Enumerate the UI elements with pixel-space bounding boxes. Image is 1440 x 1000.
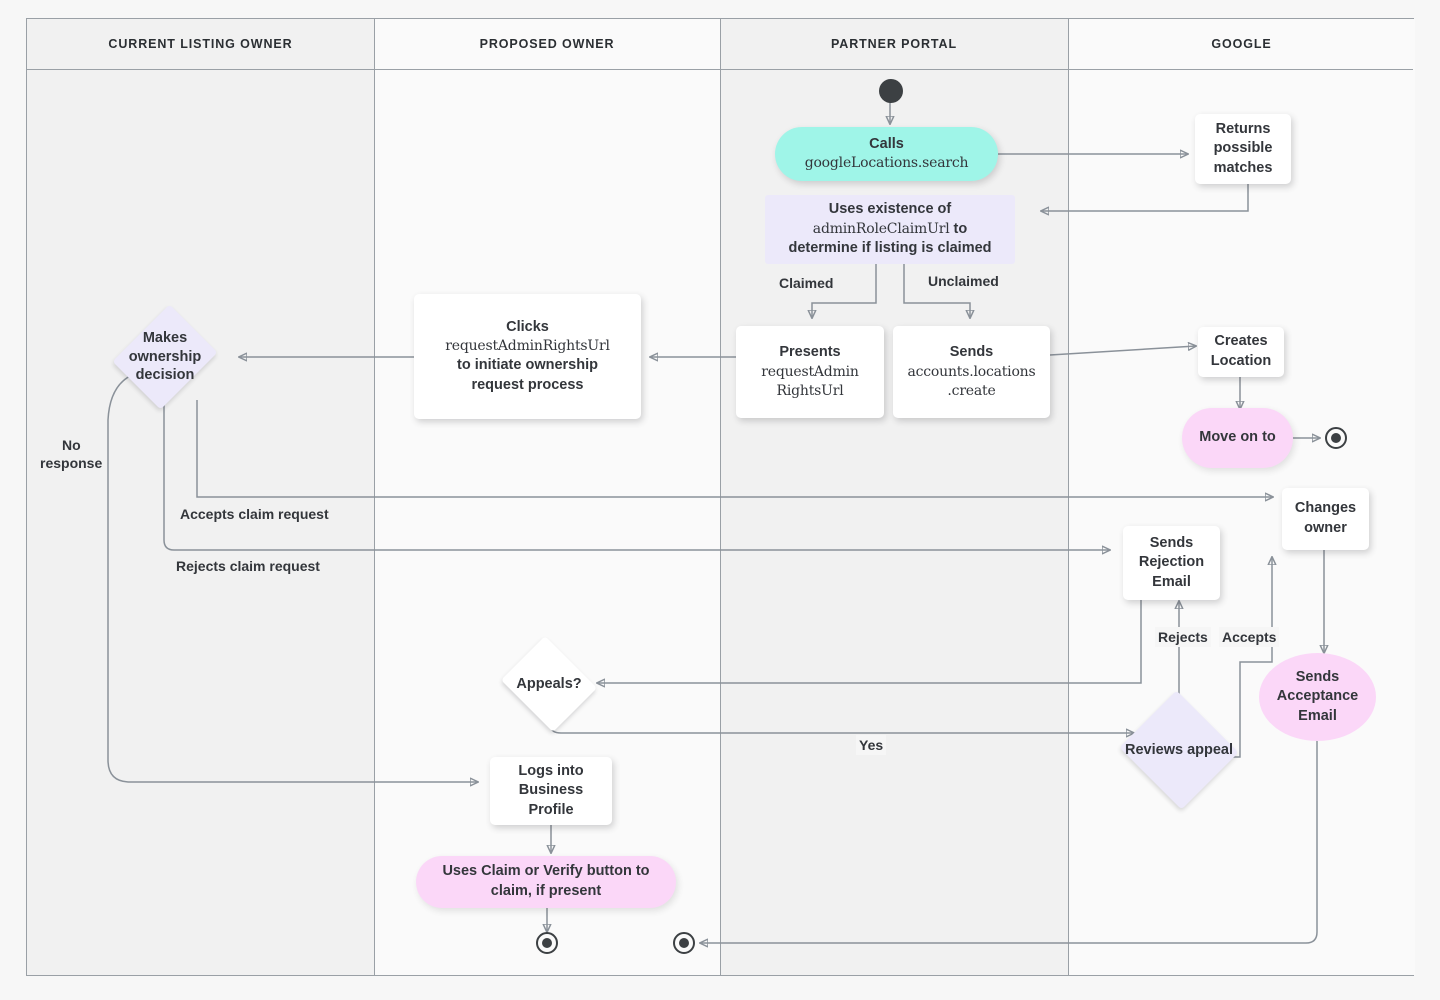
node-sends-create-line1: Sends: [949, 344, 994, 361]
node-makes-ownership-decision[interactable]: Makes ownership decision: [112, 300, 218, 414]
edge-label-no-response-line1: No: [62, 437, 81, 453]
node-presents-line3: RightsUrl: [776, 382, 844, 399]
lane-divider-3: [1068, 19, 1070, 975]
edge-label-no-response-line2: response: [40, 455, 103, 472]
lane-title-partner-portal: PARTNER PORTAL: [830, 37, 958, 51]
node-logs-into-business-profile[interactable]: Logs into Business Profile: [490, 757, 612, 825]
node-logs-into-business-profile-label: Logs into Business Profile: [518, 762, 584, 818]
edge-label-rejects: Rejects: [1155, 627, 1211, 648]
node-clicks-line3: to initiate ownership: [457, 357, 598, 374]
node-sends-rejection-email[interactable]: Sends Rejection Email: [1123, 526, 1220, 600]
appeals-label: Appeals?: [516, 675, 582, 692]
lane-title-google: GOOGLE: [1211, 37, 1272, 51]
node-uses-claim-line1: Uses Claim or Verify button to: [442, 863, 650, 880]
end-node-google: [1325, 427, 1347, 449]
node-reviews-appeal[interactable]: Reviews appeal: [1117, 690, 1241, 810]
lane-divider-1: [374, 19, 376, 975]
lane-title-current-listing-owner: CURRENT LISTING OWNER: [108, 37, 293, 51]
node-uses-existence-line2-suffix: to: [949, 220, 968, 237]
edge-label-yes: Yes: [856, 735, 887, 756]
node-presents-line1: Presents: [779, 344, 841, 361]
node-calls-line2: googleLocations.search: [804, 155, 969, 172]
node-uses-existence-line1: Uses existence of: [828, 201, 952, 218]
node-calls-google-locations-search[interactable]: Calls googleLocations.search: [775, 127, 998, 181]
end-node-partner-portal: [673, 932, 695, 954]
node-changes-owner-label: Changes owner: [1294, 500, 1357, 536]
node-move-on-to[interactable]: Move on to: [1182, 408, 1293, 468]
node-creates-location-label: Creates Location: [1210, 333, 1272, 369]
node-calls-line1: Calls: [869, 135, 904, 152]
node-returns-label: Returns possible matches: [1213, 120, 1273, 176]
node-move-on-to-label: Move on to: [1199, 429, 1276, 446]
node-sends-create-line3: .create: [947, 382, 996, 399]
node-appeals-decision[interactable]: Appeals?: [497, 635, 601, 733]
lane-background-proposed-owner: [374, 19, 720, 975]
node-uses-existence-line3: determine if listing is claimed: [788, 240, 992, 257]
node-clicks-line2: requestAdminRightsUrl: [445, 338, 610, 355]
lane-background-current-listing-owner: [27, 19, 374, 975]
node-presents-line2: requestAdmin: [761, 363, 859, 380]
makes-ownership-decision-label: Makes ownership decision: [128, 329, 202, 384]
edge-label-claimed: Claimed: [779, 275, 834, 291]
node-creates-location[interactable]: Creates Location: [1198, 327, 1284, 377]
node-clicks-line1: Clicks: [506, 318, 549, 335]
node-sends-acceptance-email[interactable]: Sends Acceptance Email: [1259, 653, 1376, 741]
node-returns-possible-matches[interactable]: Returns possible matches: [1195, 114, 1291, 184]
edge-label-no-response: No response: [40, 436, 102, 472]
node-uses-existence-admin-role-claim-url[interactable]: Uses existence of adminRoleClaimUrl to d…: [765, 195, 1015, 264]
node-changes-owner[interactable]: Changes owner: [1282, 488, 1369, 550]
edge-label-accepts: Accepts: [1219, 627, 1280, 648]
node-uses-claim-line2: claim, if present: [490, 883, 602, 899]
node-clicks-line4: request process: [471, 376, 584, 393]
edge-label-accepts-claim-request: Accepts claim request: [180, 506, 329, 522]
edge-label-unclaimed: Unclaimed: [928, 273, 999, 289]
edge-label-rejects-claim-request: Rejects claim request: [176, 558, 320, 574]
lane-title-proposed-owner: PROPOSED OWNER: [479, 37, 615, 51]
node-uses-existence-line2: adminRoleClaimUrl: [812, 220, 950, 237]
node-sends-acceptance-email-label: Sends Acceptance Email: [1276, 668, 1359, 724]
node-sends-create-line2: accounts.locations: [907, 363, 1036, 380]
lane-divider-2: [720, 19, 722, 975]
end-node-proposed-owner: [536, 932, 558, 954]
node-sends-rejection-email-label: Sends Rejection Email: [1138, 534, 1205, 590]
node-clicks-request-admin-rights-url[interactable]: Clicks requestAdminRightsUrl to initiate…: [414, 294, 641, 419]
start-node: [879, 79, 903, 103]
node-presents-request-admin-rights-url[interactable]: Presents requestAdmin RightsUrl: [736, 326, 884, 418]
reviews-appeal-label: Reviews appeal: [1125, 741, 1233, 758]
node-uses-claim-or-verify-button[interactable]: Uses Claim or Verify button to claim, if…: [416, 856, 676, 908]
node-sends-accounts-locations-create[interactable]: Sends accounts.locations .create: [893, 326, 1050, 418]
